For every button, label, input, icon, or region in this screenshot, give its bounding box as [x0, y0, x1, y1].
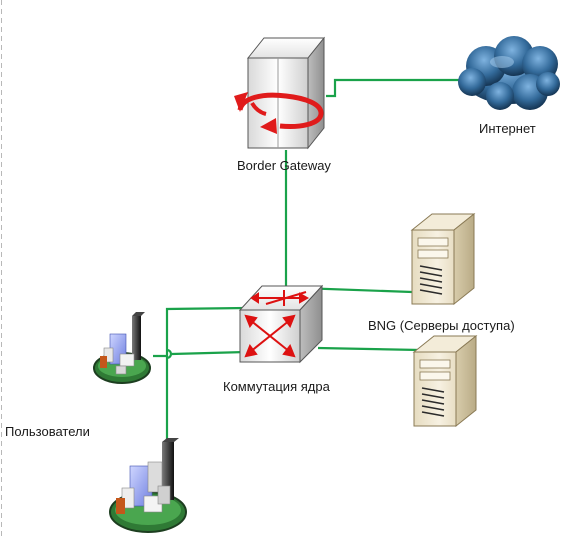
buildings-icon[interactable] — [93, 312, 151, 384]
link-core-bng2 — [317, 346, 421, 352]
server-icon[interactable] — [410, 212, 476, 306]
router-tower-icon[interactable] — [234, 36, 326, 150]
core-switching-label: Коммутация ядра — [223, 379, 330, 394]
link-core-users2a — [171, 350, 247, 356]
buildings-icon[interactable] — [109, 438, 187, 533]
link-core-users1 — [153, 306, 247, 358]
link-core-users2b — [165, 348, 173, 445]
cloud-icon[interactable] — [458, 36, 560, 110]
internet-label: Интернет — [479, 121, 536, 136]
link-gateway-internet — [326, 78, 470, 98]
switch-icon[interactable] — [238, 284, 324, 364]
users-label: Пользователи — [5, 424, 90, 439]
border-gateway-label: Border Gateway — [237, 158, 331, 173]
server-icon[interactable] — [412, 334, 478, 428]
bng-label: BNG (Серверы доступа) — [368, 318, 515, 333]
